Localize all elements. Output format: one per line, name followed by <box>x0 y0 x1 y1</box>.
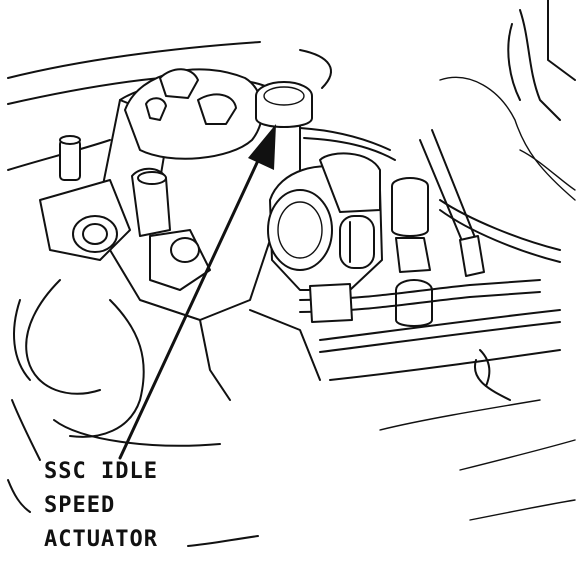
throttle-body <box>267 152 383 291</box>
callout-label-line3: ACTUATOR <box>44 527 158 552</box>
callout-label-line2: SPEED <box>44 493 116 518</box>
callout-label-line1: SSC IDLE <box>44 459 158 484</box>
hood-outline <box>7 0 576 201</box>
left-components <box>39 135 211 291</box>
callout-pointer <box>118 124 276 547</box>
throttle-cover <box>124 68 264 160</box>
right-components <box>299 129 561 401</box>
lower-engine <box>7 279 576 521</box>
idle-speed-actuator <box>255 81 396 161</box>
